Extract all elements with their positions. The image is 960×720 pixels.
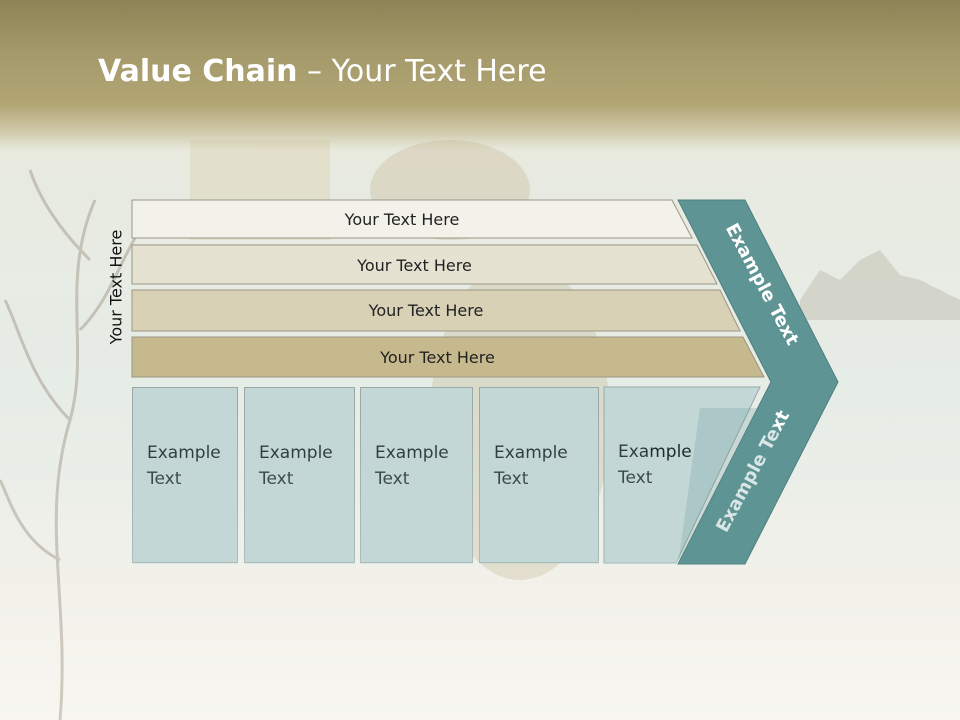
box-2-line1: Example bbox=[259, 443, 333, 463]
bar-shape-4 bbox=[131, 336, 765, 378]
bar-2: Your Text Here bbox=[132, 246, 717, 284]
bar-shape-2 bbox=[131, 244, 718, 285]
bar-3-label: Your Text Here bbox=[368, 300, 484, 320]
box-1-line2: Text bbox=[147, 469, 182, 489]
header-band bbox=[0, 0, 960, 150]
bar-4-label: Your Text Here bbox=[380, 347, 495, 367]
box-4-line2: Text bbox=[494, 469, 529, 489]
bar-1: Your Text Here bbox=[132, 200, 692, 238]
box-3-line1: Example bbox=[375, 443, 449, 463]
bar-4: Your Text Here bbox=[132, 338, 763, 376]
bar-shape-1 bbox=[131, 199, 693, 239]
box-5-line2: Text bbox=[618, 468, 653, 488]
bar-3: Your Text Here bbox=[132, 291, 740, 329]
example-box-3: Example Text bbox=[360, 387, 473, 563]
teal-chevron bbox=[677, 199, 839, 565]
box-4-line1: Example bbox=[494, 443, 568, 463]
bar-1-label: Your Text Here bbox=[344, 209, 460, 229]
box-1-line1: Example bbox=[147, 443, 221, 463]
box-5-line1: Example bbox=[618, 442, 692, 462]
slide-title: Value Chain – Your Text Here bbox=[98, 54, 547, 89]
example-box-5: Example Text bbox=[604, 387, 724, 563]
bar-2-label: Your Text Here bbox=[357, 255, 472, 275]
example-box-2: Example Text bbox=[244, 387, 355, 563]
box-2-line2: Text bbox=[259, 469, 294, 489]
example-box-4: Example Text bbox=[479, 387, 599, 563]
example-box-1: Example Text bbox=[132, 387, 238, 563]
bar-shape-3 bbox=[131, 289, 741, 332]
box-3-line2: Text bbox=[375, 469, 410, 489]
title-rest: – Your Text Here bbox=[297, 54, 547, 89]
title-bold: Value Chain bbox=[98, 54, 298, 89]
